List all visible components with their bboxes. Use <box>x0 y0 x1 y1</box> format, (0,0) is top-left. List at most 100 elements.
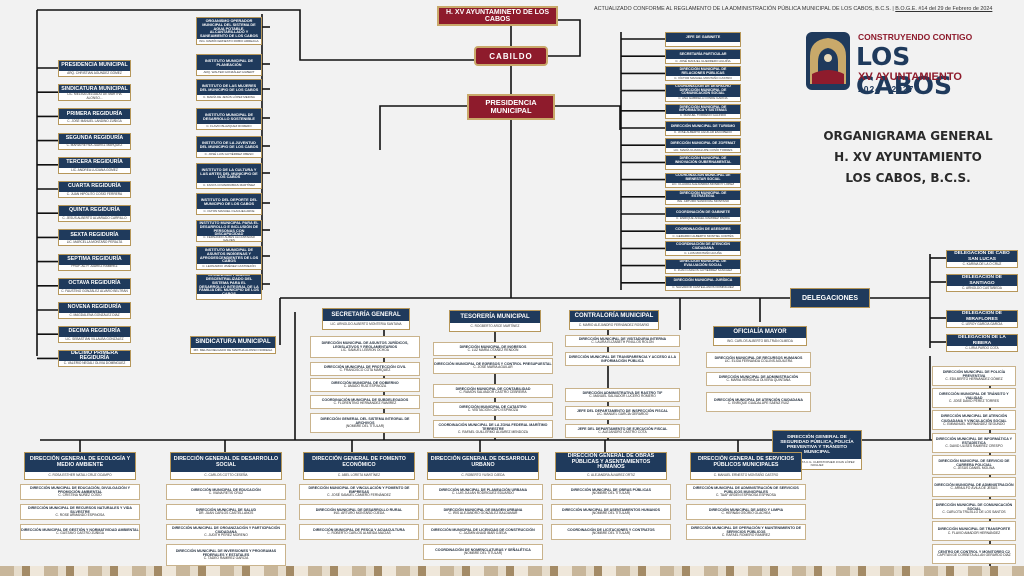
delegaciones-label[interactable]: DELEGACIONES <box>790 288 870 308</box>
dg6-sub-1[interactable]: DIRECCIÓN MUNICIPAL DE ADMINISTRACIÓN DE… <box>686 484 806 500</box>
seguridad-sub-1[interactable]: DIRECCIÓN MUNICIPAL DE POLICÍA PREVENTIV… <box>932 366 1016 386</box>
instituto-8[interactable]: INSTITUTO MUNICIPAL PARA EL DESARROLLO E… <box>196 220 262 242</box>
presidencia-box[interactable]: PRESIDENCIA MUNICIPAL <box>467 94 555 120</box>
contraloria-sub-4[interactable]: JEFE DEL DEPARTAMENTO DE INSPECCIÓN FISC… <box>565 406 680 420</box>
dg1-sub-1[interactable]: DIRECCIÓN MUNICIPAL DE EDUCACIÓN, DIVULG… <box>20 484 140 500</box>
instituto-9[interactable]: INSTITUTO MUNICIPAL DE ASUNTOS INDÍGENAS… <box>196 246 262 270</box>
contraloria-sub-2[interactable]: DIRECCIÓN MUNICIPAL DE TRANSPARENCIA Y A… <box>565 352 680 366</box>
staff-8[interactable]: DIRECCIÓN MUNICIPAL DE INNOVACIÓN GUBERN… <box>665 155 741 171</box>
dg4-sub-1[interactable]: DIRECCIÓN MUNICIPAL DE PLANEACIÓN URBANA… <box>423 484 543 500</box>
dg2-sub-4[interactable]: DIRECCIÓN MUNICIPAL DE INVERSIONES Y PRO… <box>166 544 286 566</box>
staff-9[interactable]: COORDINACIÓN MUNICIPAL DE BIENESTAR SOCI… <box>665 172 741 188</box>
staff-3[interactable]: DIRECCIÓN MUNICIPAL DE RELACIONES PÚBLIC… <box>665 66 741 82</box>
staff-1[interactable]: JEFE DE GABINETE <box>665 32 741 47</box>
secretaria-sub-5[interactable]: DIRECCIÓN GENERAL DEL SISTEMA INTEGRAL D… <box>310 413 420 433</box>
instituto-1[interactable]: ORGANISMO OPERADOR MUNICIPAL DEL SISTEMA… <box>196 17 262 45</box>
seguridad-sub-3[interactable]: DIRECCIÓN MUNICIPAL DE ATENCIÓN CIUDADAN… <box>932 410 1016 431</box>
instituto-10[interactable]: ORGANISMO PÚBLICO DESCENTRALIZADO DEL SI… <box>196 274 262 300</box>
direccion-general-6[interactable]: DIRECCIÓN GENERAL DE SERVICIOS PÚBLICOS … <box>690 452 802 480</box>
ayuntamiento-box[interactable]: H. XV AYUNTAMINETO DE LOS CABOS <box>437 6 558 26</box>
boge-link[interactable]: B.O.G.E. #14 del 29 de Febrero de 2024 <box>895 6 993 12</box>
staff-14[interactable]: DIRECCIÓN MUNICIPAL DE EVALUACIÓN SOCIAL… <box>665 258 741 274</box>
dg5-sub-1[interactable]: DIRECCIÓN MUNICIPAL DE OBRAS PÚBLICAS(NO… <box>551 484 671 500</box>
staff-5[interactable]: DIRECCIÓN MUNICIPAL DE INFORMÁTICA Y SIS… <box>665 103 741 119</box>
instituto-6[interactable]: INSTITUTO DE LA CULTURA Y LAS ARTES DEL … <box>196 163 262 189</box>
tesoreria-sub-5[interactable]: COORDINACIÓN MUNICIPAL DE LA ZONA FEDERA… <box>433 420 553 438</box>
secretaria-sub-1[interactable]: DIRECCIÓN MUNICIPAL DE ASUNTOS JURÍDICOS… <box>310 336 420 358</box>
dg3-sub-3[interactable]: DIRECCIÓN MUNICIPAL DE PESCA Y ACUACULTU… <box>299 524 419 540</box>
dg4-sub-4[interactable]: COORDINACIÓN DE NOMENCLATURAS Y SEÑALÉTI… <box>423 544 543 560</box>
seguridad-sub-7[interactable]: DIRECCIÓN MUNICIPAL DE COMUNICACIÓN SOCI… <box>932 499 1016 520</box>
dg2-sub-3[interactable]: DIRECCIÓN MUNICIPAL DE ORGANIZACIÓN Y PA… <box>166 524 286 540</box>
dg1-sub-3[interactable]: DIRECCIÓN MUNICIPAL DE GESTIÓN Y NORMATI… <box>20 524 140 540</box>
seguridad-sub-2[interactable]: DIRECCIÓN MUNICIPAL DE TRÁNSITO Y VIALID… <box>932 388 1016 409</box>
direccion-general-5[interactable]: DIRECCIÓN GENERAL DE OBRAS PÚBLICAS Y AS… <box>555 452 667 480</box>
dg5-sub-3[interactable]: COORDINACIÓN DE LICITACIONES Y CONTRATOS… <box>551 524 671 540</box>
dg1-sub-2[interactable]: DIRECCIÓN MUNICIPAL DE RECURSOS NATURALE… <box>20 504 140 520</box>
instituto-7[interactable]: INSTITUTO DEL DEPORTE DEL MUNICIPIO DE L… <box>196 193 262 215</box>
oficialia-sub-3[interactable]: DIRECCIÓN MUNICIPAL DE ATENCIÓN CIUDADAN… <box>706 392 811 412</box>
dg5-sub-2[interactable]: DIRECCIÓN MUNICIPAL DE ASENTAMIENTOS HUM… <box>551 504 671 520</box>
contraloria-sub-5[interactable]: JEFE DEL DEPARTAMENTO DE EJECUCIÓN FISCA… <box>565 424 680 438</box>
contraloria-sub-1[interactable]: DIRECCIÓN MUNICIPAL DE VISITADURIA INTER… <box>565 335 680 347</box>
dg6-sub-3[interactable]: DIRECCIÓN MUNICIPAL DE OPERACIÓN Y MANTE… <box>686 524 806 540</box>
dg3-sub-1[interactable]: DIRECCIÓN MUNICIPAL DE VINCULACIÓN Y FOM… <box>299 484 419 500</box>
seguridad-publica-box[interactable]: DIRECCIÓN GENERAL DE SEGURIDAD PÚBLICA, … <box>772 430 862 470</box>
instituto-5[interactable]: INSTITUTO DE LA JUVENTUD DEL MUNICIPIO D… <box>196 136 262 158</box>
cabildo-box[interactable]: CABILDO <box>474 46 548 66</box>
seguridad-sub-5[interactable]: DIRECCIÓN MUNICIPAL DE SERVICIO DE CARRE… <box>932 454 1016 475</box>
direccion-general-1[interactable]: DIRECCIÓN GENERAL DE ECOLOGÍA Y MEDIO AM… <box>24 452 136 480</box>
instituto-3[interactable]: INSTITUTO DE LAS MUJERES DEL MUNICIPIO D… <box>196 79 262 101</box>
